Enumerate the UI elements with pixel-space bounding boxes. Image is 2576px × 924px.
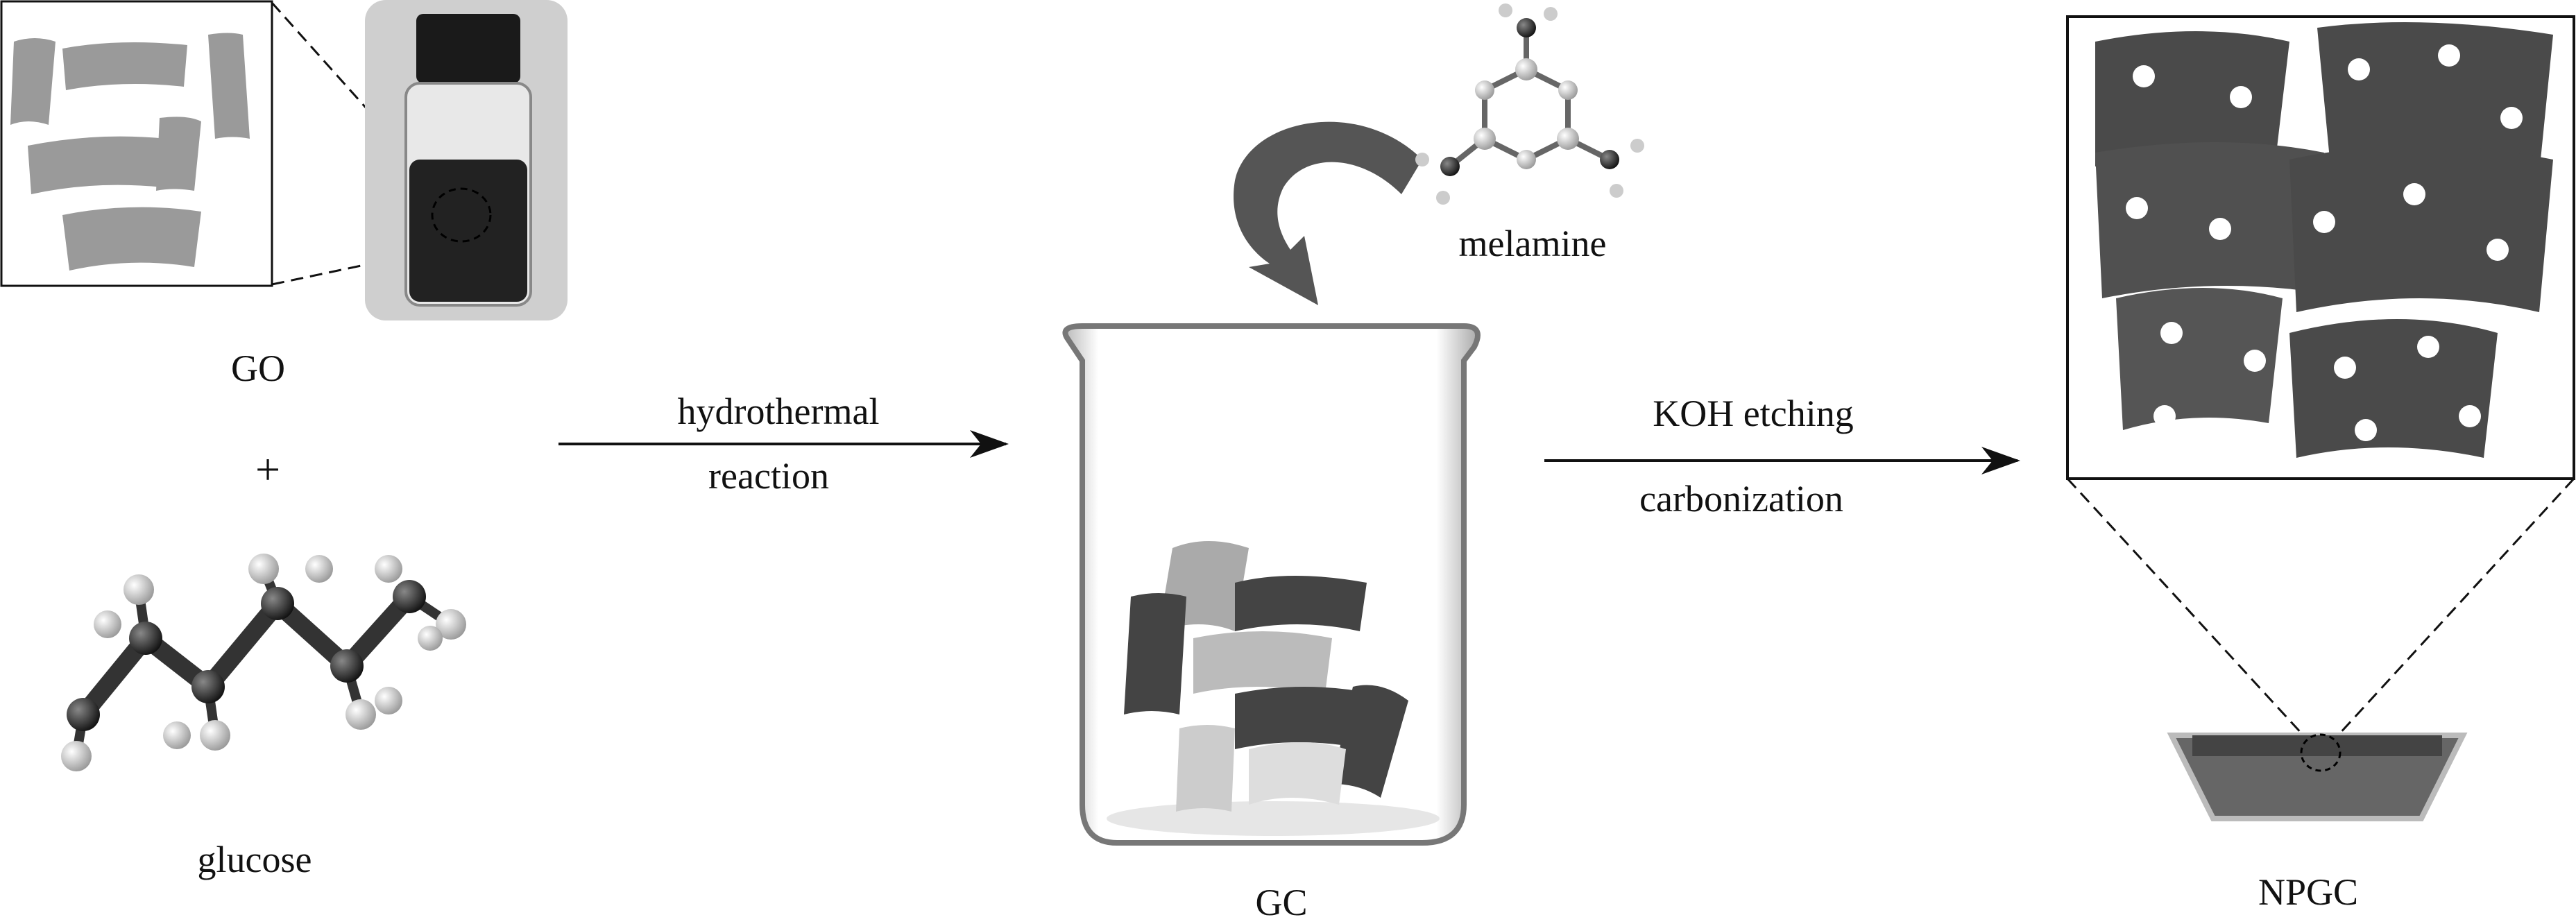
melamine-label: melamine (1458, 223, 1607, 264)
beaker-gc (1062, 323, 1481, 846)
crucible-tray (2167, 733, 2468, 821)
glucose-label: glucose (197, 839, 312, 880)
hydrothermal-label: hydrothermal (677, 391, 880, 432)
npgc-label: NPGC (2258, 871, 2359, 913)
curved-addition-arrow (1234, 121, 1422, 305)
go-vial-photo (365, 0, 568, 320)
melamine-molecule (1415, 3, 1644, 205)
go-label: GO (231, 348, 285, 389)
glucose-molecule (61, 554, 466, 771)
plus-sign: + (255, 445, 281, 494)
gc-label: GC (1255, 882, 1308, 923)
koh-etching-label: KOH etching (1653, 393, 1854, 434)
npgc-porous-sheets-inset (2066, 15, 2575, 737)
reaction-label: reaction (708, 455, 829, 497)
carbonization-label: carbonization (1639, 478, 1843, 520)
go-sheets-inset (0, 0, 438, 287)
